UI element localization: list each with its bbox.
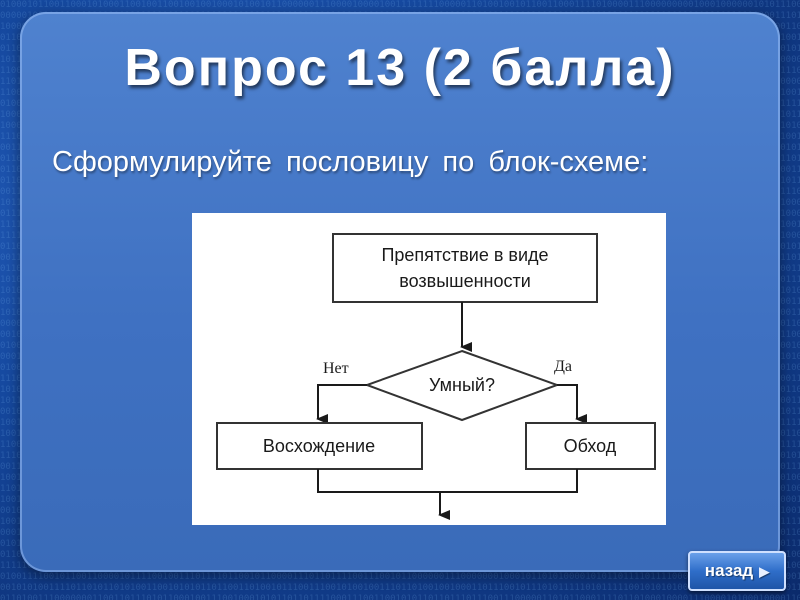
left-action-label: Восхождение (263, 436, 375, 456)
start-process-line2: возвышенности (399, 271, 531, 291)
decision-diamond (364, 349, 560, 422)
yes-branch-label: Да (554, 358, 572, 375)
start-process-box (332, 233, 598, 303)
right-action-label: Обход (564, 436, 617, 456)
question-text: Сформулируйте пословицу по блок-схеме: (52, 146, 649, 178)
back-button[interactable]: назад ▶ (688, 551, 786, 591)
left-action-box (216, 422, 423, 470)
no-branch-line (316, 384, 367, 424)
back-button-label: назад (704, 561, 754, 580)
right-action-box (525, 422, 656, 470)
yes-branch-line (557, 384, 587, 424)
play-triangle-icon: ▶ (759, 564, 770, 579)
decision-label: Умный? (429, 375, 495, 395)
no-branch-label: Нет (323, 360, 349, 377)
flowchart-svg: Препятствие в виде возвышенности Умный? … (216, 233, 656, 520)
start-process-line1: Препятствие в виде (381, 245, 548, 265)
flowchart-diagram: Препятствие в виде возвышенности Умный? … (192, 213, 666, 525)
slide-title: Вопрос 13 (2 балла) (124, 39, 676, 97)
